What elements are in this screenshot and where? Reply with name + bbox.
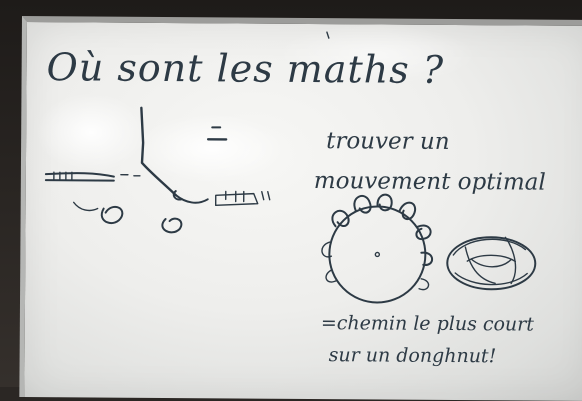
torus-sketch <box>446 236 537 291</box>
crane-sketch <box>140 106 271 234</box>
whiteboard: Où sont les maths ? trouver un mouvement… <box>19 16 582 401</box>
circle-with-loops <box>321 193 434 304</box>
ink-dot <box>326 31 330 39</box>
board-drawings <box>44 31 537 304</box>
left-rail-sketch <box>44 171 141 225</box>
